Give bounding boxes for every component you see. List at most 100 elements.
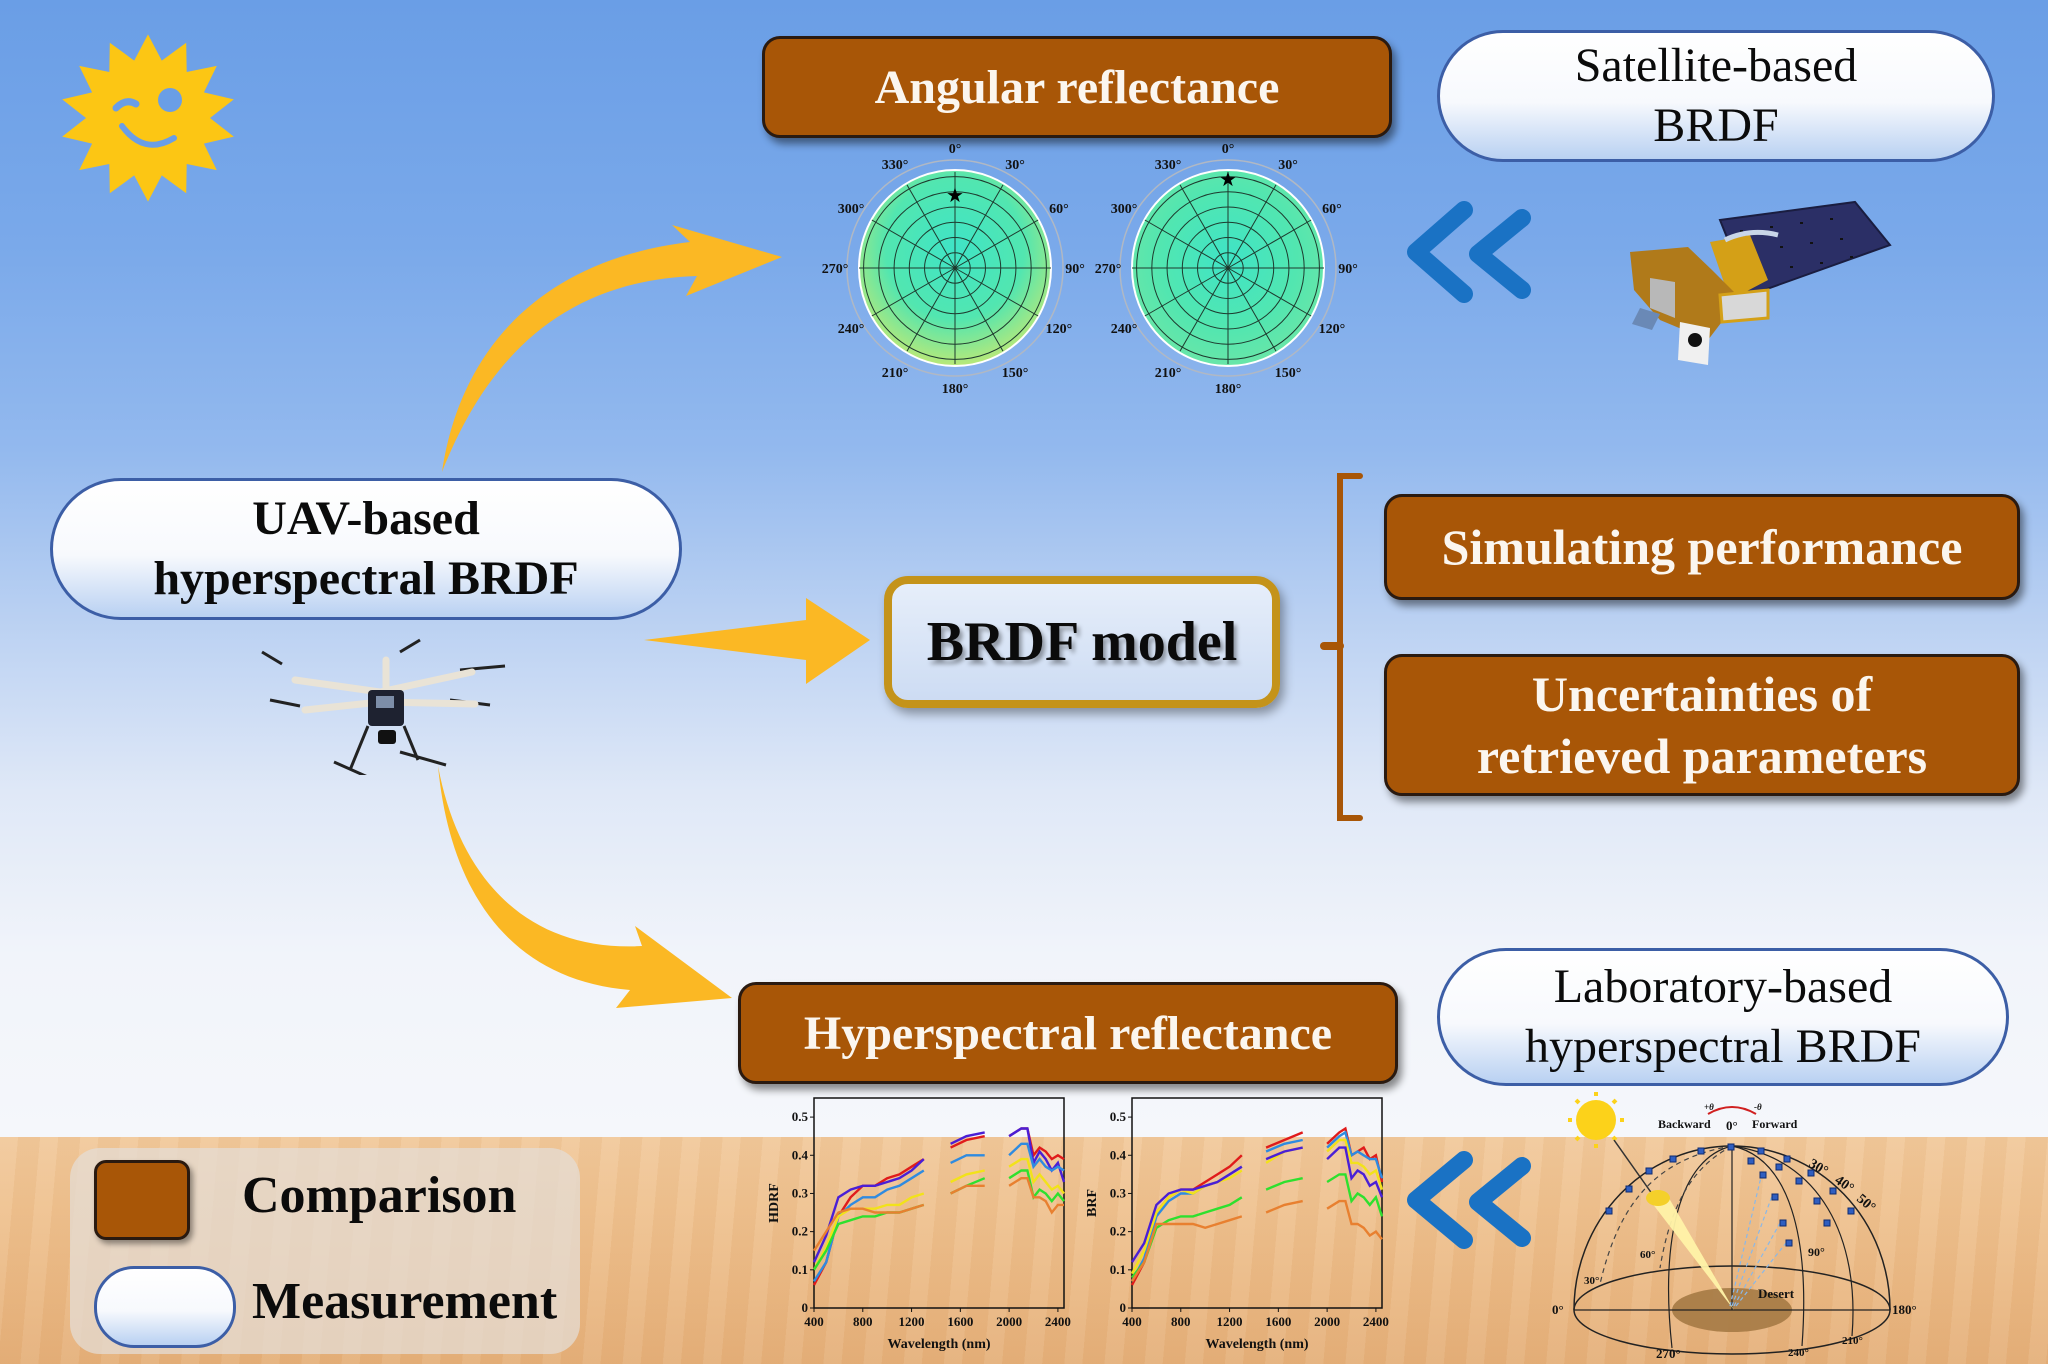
series-line-red — [812, 1127, 1065, 1286]
x-tick-label: 400 — [804, 1314, 824, 1329]
polar-angle-label: 180° — [1215, 382, 1242, 397]
lab-sun-icon — [1568, 1092, 1624, 1148]
series-line-yellow — [812, 1157, 1065, 1271]
legend-measurement-label: Measurement — [252, 1273, 558, 1330]
series-line-purple — [1130, 1146, 1384, 1263]
simulating-performance-label: Simulating performance — [1441, 519, 1963, 575]
x-tick-label: 1200 — [899, 1314, 925, 1329]
desert-label: Desert — [1758, 1286, 1795, 1301]
curved-arrow-up-icon — [442, 225, 782, 472]
polar-spoke — [906, 184, 956, 269]
x-axis-label: Wavelength (nm) — [887, 1337, 990, 1352]
polar-spoke — [1144, 219, 1229, 269]
satellite-brdf-node: Satellite-based BRDF — [1437, 30, 1995, 162]
uav-brdf-line1: UAV-based — [252, 492, 480, 545]
y-tick-label: 0.1 — [1110, 1262, 1126, 1277]
legend-comparison-swatch — [94, 1160, 190, 1240]
uncertainties-line1: Uncertainties of — [1531, 665, 1873, 722]
polar-spoke — [954, 267, 1004, 352]
arrow-right-icon — [644, 598, 870, 684]
polar-angle-label: 150° — [1002, 366, 1029, 381]
polar-angle-label: 30° — [1005, 158, 1025, 173]
polar-angle-label: 270° — [1095, 262, 1122, 277]
minus-theta-label: -θ — [1754, 1102, 1762, 1112]
star-marker-icon: ★ — [1219, 169, 1237, 191]
angular-reflectance-box: Angular reflectance — [762, 36, 1392, 138]
polar-spoke — [954, 267, 1039, 317]
double-chevron-left-icon-lower — [1407, 1151, 1531, 1249]
polar-spoke — [871, 219, 956, 269]
y-tick-label: 0 — [1120, 1300, 1127, 1315]
star-marker-icon: ★ — [946, 185, 964, 207]
azimuth-0: 0° — [1552, 1302, 1564, 1317]
winking-sun-icon — [62, 34, 234, 202]
chart-frame — [813, 1097, 1065, 1309]
bracket-brace — [1320, 473, 1363, 821]
series-line-green — [812, 1169, 1065, 1271]
polar-angle-label: 120° — [1046, 322, 1073, 337]
satellite-brdf-line2: BRDF — [1653, 99, 1779, 152]
polar-plot-left: 0°30°60°90°120°150°180°210°240°270°300°3… — [822, 142, 1085, 397]
azimuth-270: 270° — [1656, 1346, 1681, 1361]
series-line-yellow — [1130, 1138, 1384, 1275]
y-tick-label: 0.3 — [1110, 1185, 1127, 1200]
legend-comparison-label: Comparison — [242, 1167, 517, 1224]
y-tick-label: 0.5 — [792, 1109, 809, 1124]
polar-spoke — [1227, 267, 1277, 352]
y-axis-label: BRF — [1085, 1189, 1100, 1217]
azimuth-240: 240° — [1788, 1347, 1809, 1359]
polar-spoke — [1144, 267, 1229, 317]
azimuth-30: 30° — [1584, 1275, 1599, 1287]
polar-angle-label: 60° — [1049, 202, 1069, 217]
x-tick-label: 2000 — [1314, 1314, 1340, 1329]
polar-spoke — [871, 267, 956, 317]
uav-brdf-line2: hyperspectral BRDF — [153, 552, 579, 605]
y-tick-label: 0.2 — [1110, 1224, 1126, 1239]
double-chevron-left-icon — [1407, 201, 1531, 303]
azimuth-210: 210° — [1842, 1335, 1863, 1347]
lab-brdf-node: Laboratory-based hyperspectral BRDF — [1437, 948, 2009, 1086]
polar-spoke — [1227, 184, 1277, 269]
azimuth-180: 180° — [1892, 1302, 1917, 1317]
polar-angle-label: 120° — [1319, 322, 1346, 337]
polar-angle-label: 0° — [1222, 142, 1235, 157]
legend-measurement-swatch — [94, 1266, 236, 1348]
polar-angle-label: 300° — [838, 202, 865, 217]
series-line-orange — [812, 1177, 1064, 1252]
polar-spoke — [1227, 219, 1312, 269]
satellite-icon — [1630, 200, 1892, 365]
polar-angle-label: 240° — [1111, 322, 1138, 337]
polar-angle-label: 270° — [822, 262, 849, 277]
polar-angle-label: 210° — [882, 366, 909, 381]
series-line-blue — [1130, 1130, 1384, 1282]
polar-angle-label: 90° — [1065, 262, 1085, 277]
x-tick-label: 1600 — [947, 1314, 973, 1329]
polar-spoke — [954, 219, 1039, 269]
hyperspectral-reflectance-label: Hyperspectral reflectance — [803, 1006, 1333, 1060]
y-tick-label: 0.5 — [1110, 1109, 1127, 1124]
azimuth-90: 90° — [1808, 1245, 1825, 1259]
y-tick-label: 0.4 — [792, 1147, 809, 1162]
x-tick-label: 2400 — [1363, 1314, 1389, 1329]
polar-plot-right: 0°30°60°90°120°150°180°210°240°270°300°3… — [1095, 142, 1358, 397]
polar-spoke — [1227, 267, 1312, 317]
x-tick-label: 2400 — [1045, 1314, 1071, 1329]
y-tick-label: 0.4 — [1110, 1147, 1127, 1162]
uav-brdf-node: UAV-based hyperspectral BRDF — [50, 478, 682, 620]
x-tick-label: 800 — [853, 1314, 873, 1329]
series-line-red — [1130, 1126, 1384, 1286]
x-tick-label: 1600 — [1265, 1314, 1291, 1329]
backward-label: Backward — [1658, 1117, 1711, 1131]
azimuth-60: 60° — [1640, 1249, 1655, 1261]
polar-angle-label: 330° — [882, 158, 909, 173]
zenith-label: 0° — [1726, 1118, 1738, 1133]
x-tick-label: 800 — [1171, 1314, 1191, 1329]
x-tick-label: 400 — [1122, 1314, 1142, 1329]
curved-arrow-down-icon — [438, 766, 732, 1008]
series-line-purple — [812, 1127, 1066, 1263]
polar-angle-label: 90° — [1338, 262, 1358, 277]
legend: Comparison Measurement — [70, 1148, 580, 1354]
polar-angle-label: 330° — [1155, 158, 1182, 173]
polar-angle-label: 0° — [949, 142, 962, 157]
